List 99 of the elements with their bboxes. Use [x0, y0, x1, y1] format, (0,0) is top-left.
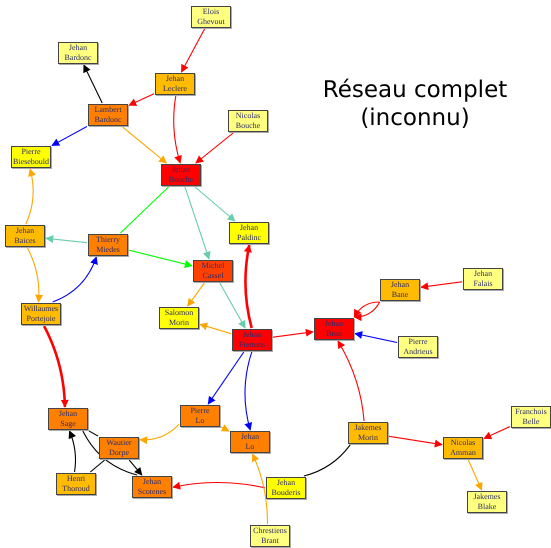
arrow [68, 430, 76, 472]
person-name: Henri Thoroud [62, 474, 90, 494]
person-box [266, 477, 306, 499]
person-name: Jehan Lo [240, 432, 260, 452]
arrow [272, 328, 314, 338]
arrow [173, 96, 182, 164]
arrow [42, 325, 69, 408]
arrow [252, 453, 268, 524]
person-name: Pierre Andrieus [403, 337, 433, 357]
arrow [337, 340, 365, 422]
person-box [511, 406, 551, 428]
person-box [180, 405, 220, 427]
arrow [244, 352, 252, 431]
person-name: Franchois Belle [515, 407, 547, 427]
person-name: Jehan Baices [14, 226, 36, 246]
arrow [220, 424, 230, 432]
person-box [314, 318, 354, 340]
arrow [199, 322, 232, 334]
arrow [468, 460, 482, 491]
arrow [354, 301, 380, 318]
connector-line [120, 186, 169, 234]
person-name: Thierry Miedes [96, 235, 120, 255]
person-box [463, 268, 503, 290]
arrow [128, 250, 193, 268]
person-name: Willaumes Portejoie [24, 304, 58, 324]
person-name: Lambert Bardonc [94, 105, 122, 125]
connector-line [304, 444, 351, 477]
person-name: Jehan Bouderis [272, 478, 300, 498]
person-name: Chrestiens Brant [253, 526, 287, 546]
connector-line [82, 430, 138, 476]
person-box [443, 437, 483, 459]
arrow [388, 436, 443, 448]
arrow [194, 186, 236, 222]
diagram-title: Réseau complet (inconnu) [322, 76, 508, 132]
arrow [139, 424, 180, 444]
person-box [88, 234, 128, 256]
arrow [483, 426, 510, 440]
person-box [398, 336, 438, 358]
arrow [52, 256, 98, 302]
arrow [184, 186, 211, 260]
person-box [193, 260, 233, 282]
person-name: Jehan Sage [58, 409, 78, 429]
person-name: Michel Cassel [202, 261, 224, 281]
person-box [159, 307, 199, 329]
person-box [228, 110, 268, 132]
person-box [229, 222, 269, 244]
person-name: Jehan Paldinc [237, 223, 261, 243]
person-box [56, 473, 96, 495]
person-name: Pierre Biesebould [13, 147, 49, 167]
person-box [132, 476, 172, 498]
arrow [51, 126, 88, 146]
person-box [232, 329, 272, 351]
person-box [380, 279, 420, 301]
person-name: Jehan Leclere [163, 74, 187, 94]
person-name: Pierre Lo [190, 406, 210, 426]
person-name: Nicolas Bouche [236, 111, 260, 131]
person-box [230, 431, 270, 453]
person-name: Jehan Bouche [168, 165, 194, 185]
person-name: Wautier Dorpe [106, 438, 132, 458]
person-name: Nicolas Amman [450, 438, 476, 458]
connector-line [88, 430, 98, 437]
arrow [244, 244, 253, 328]
person-box [191, 6, 231, 28]
person-box [58, 42, 98, 64]
person-name: Jakemes Blake [473, 492, 501, 512]
connector-line [90, 460, 106, 472]
arrow [354, 302, 380, 321]
person-box [48, 408, 88, 430]
arrow [128, 460, 142, 476]
arrow [128, 93, 154, 106]
person-box [155, 73, 195, 95]
person-name: Jehan Fiertons [238, 330, 266, 350]
arrow [172, 482, 266, 490]
person-box [99, 437, 139, 459]
person-box [5, 225, 45, 247]
person-name: Jehan Falais [473, 269, 493, 289]
person-name: Jehan Bardonc [64, 43, 92, 63]
arrow [195, 132, 234, 164]
person-name: Jehan Scotenes [138, 477, 166, 497]
person-name: Elois Ghevout [197, 7, 225, 27]
person-name: Jehan Brun [324, 319, 344, 339]
arrow [25, 168, 36, 224]
arrow [45, 235, 88, 244]
person-name: Salomon Morin [164, 308, 194, 328]
arrow [26, 248, 43, 303]
person-box [348, 422, 388, 444]
arrow [420, 281, 462, 290]
person-name: Jehan Bane [390, 280, 410, 300]
arrow [208, 352, 244, 405]
person-box [88, 104, 128, 126]
arrow [219, 282, 246, 329]
arrow [83, 64, 103, 104]
person-name: Jakemes Morin [354, 423, 382, 443]
arrow [122, 126, 168, 164]
arrow [354, 331, 398, 344]
person-box [161, 164, 201, 186]
arrow [180, 28, 206, 73]
arrow [187, 282, 205, 307]
person-box [467, 491, 507, 513]
